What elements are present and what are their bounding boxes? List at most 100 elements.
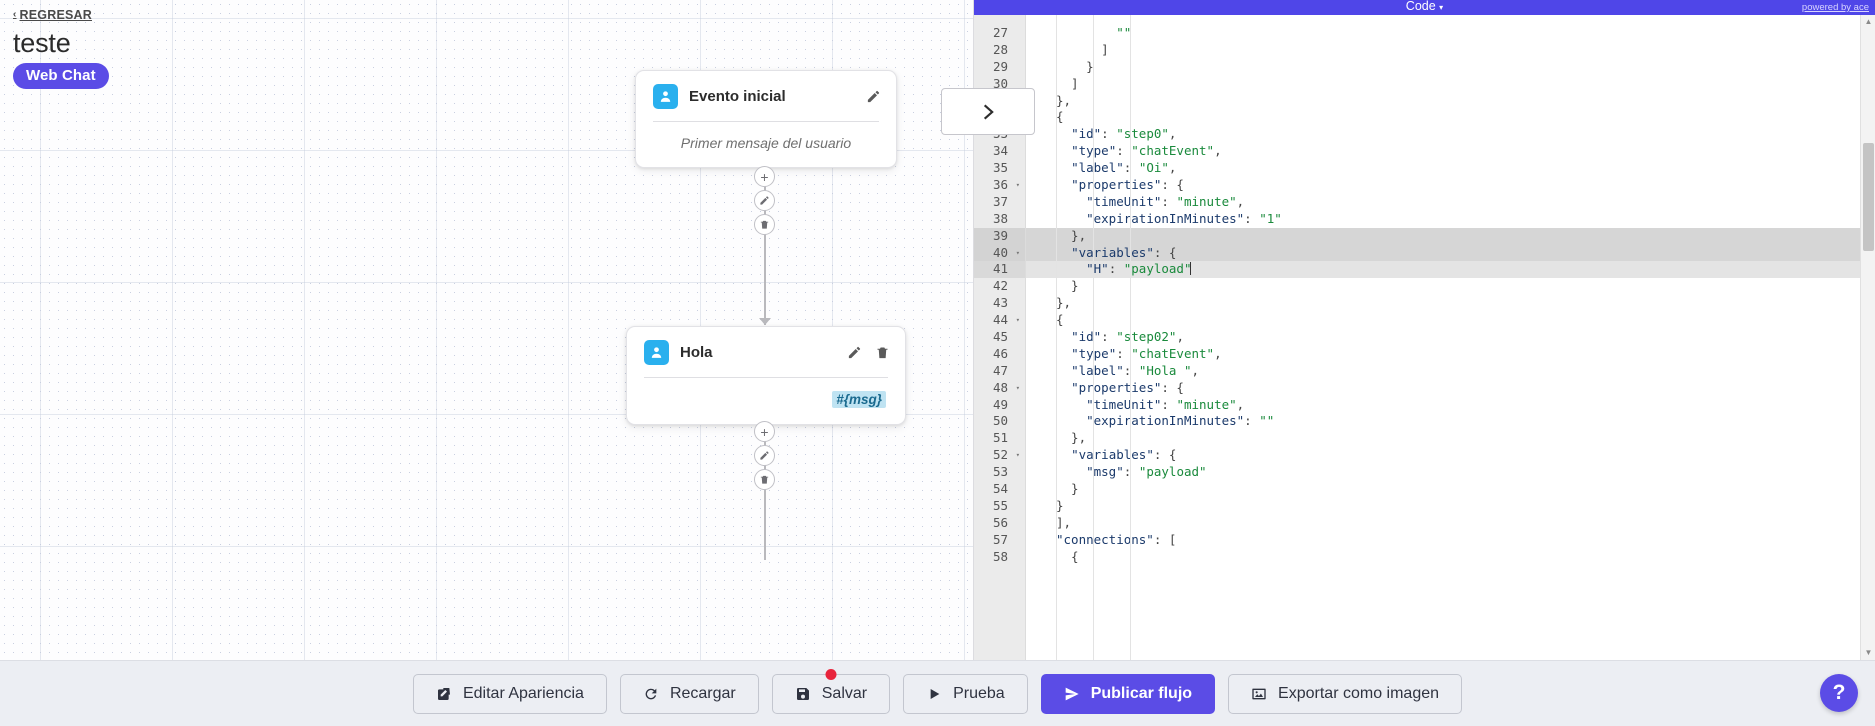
code-line[interactable]: "H": "payload" [1026,261,1875,279]
code-line[interactable]: { [1026,109,1875,126]
scroll-up-arrow[interactable]: ▲ [1864,17,1873,26]
code-line[interactable]: "expirationInMinutes": "" [1026,413,1875,430]
code-line[interactable]: }, [1026,93,1875,110]
trash-icon[interactable] [875,345,890,360]
gutter-line-number[interactable]: 54 [992,481,1008,497]
gutter-line-number[interactable]: 51 [992,430,1008,446]
gutter-line-number[interactable]: 29 [992,58,1008,74]
delete-edge-button[interactable] [754,469,775,490]
fold-toggle-icon[interactable]: ▾ [1015,383,1020,392]
code-line[interactable]: ] [1026,76,1875,93]
add-node-button[interactable]: + [754,166,775,187]
gutter-line-number[interactable]: 38 [992,210,1008,226]
code-line[interactable]: "id": "step02", [1026,329,1875,346]
code-line[interactable]: "expirationInMinutes": "1" [1026,211,1875,228]
gutter-line-number[interactable]: 45 [992,329,1008,345]
gutter-line-number[interactable]: 47 [992,362,1008,378]
collapse-panel-button[interactable] [941,88,1035,135]
gutter-line-number[interactable]: 44▾ [992,312,1020,328]
code-editor-body[interactable]: 272829303132▾33343536▾37383940▾41424344▾… [974,15,1875,660]
gutter-line-number[interactable]: 41 [974,261,1025,279]
code-editor-title[interactable]: Code ▾ [974,0,1875,15]
gutter-line-number[interactable]: 39 [974,227,1025,245]
gutter-line-number[interactable]: 57 [992,531,1008,547]
gutter-line-number[interactable]: 42 [992,278,1008,294]
back-link[interactable]: ‹REGRESAR [13,8,92,22]
code-token: : [1116,143,1132,159]
code-line[interactable]: "timeUnit": "minute", [1026,397,1875,414]
code-line[interactable]: "properties": { [1026,177,1875,194]
gutter-line-number[interactable]: 48▾ [992,379,1020,395]
gutter-line-number[interactable]: 27 [992,25,1008,40]
gutter-line-number[interactable]: 46 [992,345,1008,361]
gutter-line-number[interactable]: 56 [992,514,1008,530]
gutter-line-number[interactable]: 36▾ [992,177,1020,193]
add-node-button[interactable]: + [754,421,775,442]
code-line[interactable]: "variables": { [1026,447,1875,464]
gutter-line-number[interactable]: 58 [992,548,1008,564]
code-token: : [1161,193,1177,209]
code-line[interactable]: "properties": { [1026,380,1875,397]
code-line[interactable]: "timeUnit": "minute", [1026,194,1875,211]
code-line[interactable]: } [1026,498,1875,515]
edit-edge-button[interactable] [754,445,775,466]
flow-edge [764,420,766,560]
toolbar-button-exportar-como-imagen[interactable]: Exportar como imagen [1228,673,1463,714]
bottom-toolbar: Editar Apariencia Recargar Salvar Prueba Pub… [0,660,1875,726]
fold-toggle-icon[interactable]: ▾ [1015,451,1020,460]
gutter-line-number[interactable]: 34 [992,143,1008,159]
flow-node-hola[interactable]: Hola #{msg} [626,326,906,425]
code-line[interactable]: ], [1026,515,1875,532]
gutter-line-number[interactable]: 37 [992,193,1008,209]
code-content[interactable]: "" ] } ]},{ "id": "step0", "type": "chat… [1026,15,1875,660]
code-line[interactable]: }, [1026,295,1875,312]
pencil-icon[interactable] [847,345,862,360]
code-line[interactable]: "connections": [ [1026,532,1875,549]
gutter-line-number[interactable]: 43 [992,295,1008,311]
code-line[interactable]: "id": "step0", [1026,126,1875,143]
code-line[interactable]: } [1026,59,1875,76]
delete-edge-button[interactable] [754,214,775,235]
flow-node-evento-inicial[interactable]: Evento inicial Primer mensaje del usuari… [635,70,897,168]
scroll-down-arrow[interactable]: ▼ [1864,648,1873,657]
code-line[interactable]: ] [1026,42,1875,59]
code-line[interactable]: "type": "chatEvent", [1026,346,1875,363]
edit-edge-button[interactable] [754,190,775,211]
ace-credit-link[interactable]: powered by ace [1801,2,1869,13]
code-line[interactable]: "" [1026,25,1875,42]
variable-chip[interactable]: #{msg} [832,391,886,408]
code-line[interactable]: { [1026,312,1875,329]
code-line[interactable]: }, [1026,227,1875,245]
code-line[interactable]: } [1026,481,1875,498]
scrollbar-thumb[interactable] [1863,143,1874,251]
code-line[interactable]: "label": "Oi", [1026,160,1875,177]
gutter-line-number[interactable]: 28 [992,41,1008,57]
gutter-line-number[interactable]: 55 [992,497,1008,513]
code-line[interactable]: "label": "Hola ", [1026,363,1875,380]
pencil-icon[interactable] [866,89,881,104]
fold-toggle-icon[interactable]: ▾ [1015,316,1020,325]
chevron-down-icon: ▾ [1439,3,1444,12]
toolbar-button-publicar-flujo[interactable]: Publicar flujo [1040,673,1216,714]
code-line[interactable]: "variables": { [1026,244,1875,262]
toolbar-button-prueba[interactable]: Prueba [903,673,1028,714]
gutter-line-number[interactable]: 52▾ [992,447,1020,463]
code-line[interactable]: "msg": "payload" [1026,464,1875,481]
gutter-line-number[interactable]: 40▾ [974,244,1025,262]
code-scrollbar[interactable]: ▲ ▼ [1860,15,1875,660]
gutter-line-number[interactable]: 49 [992,396,1008,412]
gutter-line-number[interactable]: 35 [992,160,1008,176]
gutter-line-number[interactable]: 30 [992,75,1008,91]
fold-toggle-icon[interactable]: ▾ [1015,181,1020,190]
gutter-line-number[interactable]: 50 [992,413,1008,429]
help-button[interactable]: ? [1820,674,1858,712]
gutter-line-number[interactable]: 53 [992,464,1008,480]
toolbar-button-recargar[interactable]: Recargar [619,673,759,714]
toolbar-button-salvar[interactable]: Salvar [771,668,891,714]
code-line[interactable]: }, [1026,430,1875,447]
fold-toggle-icon[interactable]: ▾ [1015,248,1020,257]
toolbar-button-editar-apariencia[interactable]: Editar Apariencia [412,673,607,714]
code-line[interactable]: { [1026,549,1875,566]
code-line[interactable]: "type": "chatEvent", [1026,143,1875,160]
code-line[interactable]: } [1026,278,1875,295]
